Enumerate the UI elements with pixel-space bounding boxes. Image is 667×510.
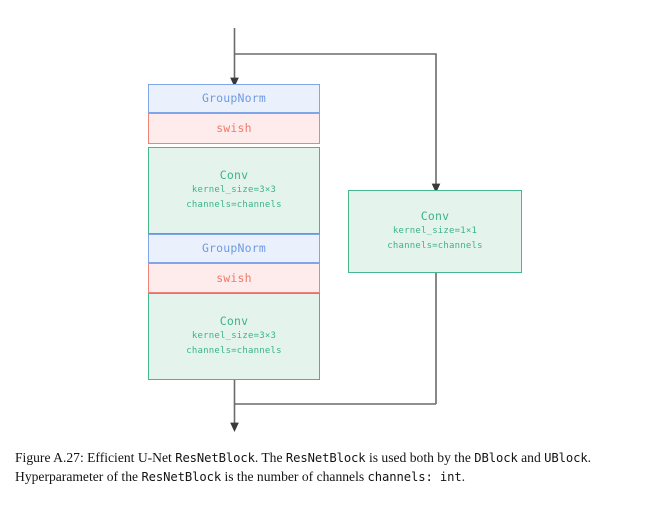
caption-code-resnetblock-1: ResNetBlock <box>175 451 255 465</box>
caption-mid-4: . Hyperparameter of the <box>15 450 592 484</box>
node-param-channels: channels=channels <box>186 346 282 356</box>
resnetblock-diagram: GroupNorm swish Conv kernel_size=3×3 cha… <box>148 28 522 432</box>
node-title: GroupNorm <box>201 241 267 255</box>
caption-code-dblock: DBlock <box>474 451 518 465</box>
node-groupnorm-1: GroupNorm <box>148 84 320 113</box>
node-param-kernel-size: kernel_size=3×3 <box>191 331 277 341</box>
caption-tail: . <box>461 468 466 484</box>
node-conv-2: Conv kernel_size=3×3 channels=channels <box>148 293 320 380</box>
node-param-channels: channels=channels <box>387 241 483 251</box>
node-swish-2: swish <box>148 263 320 293</box>
node-param-channels: channels=channels <box>186 200 282 210</box>
caption-mid-3: and <box>517 450 545 465</box>
caption-mid-2: is used both by the <box>365 450 475 465</box>
node-swish-1: swish <box>148 113 320 144</box>
figure-caption: Figure A.27: Efficient U-Net ResNetBlock… <box>15 449 653 486</box>
caption-code-resnetblock-2: ResNetBlock <box>285 451 366 465</box>
caption-mid-5: is the number of channels <box>221 468 368 484</box>
node-title: swish <box>216 121 252 135</box>
caption-code-resnetblock-3: ResNetBlock <box>141 469 222 484</box>
node-title: Conv <box>219 314 249 328</box>
node-param-kernel-size: kernel_size=1×1 <box>392 226 478 236</box>
node-title: Conv <box>420 209 450 223</box>
caption-mid-1: . The <box>254 450 286 465</box>
wire-skip-branch-in <box>234 53 441 193</box>
node-groupnorm-2: GroupNorm <box>148 234 320 263</box>
node-conv-skip: Conv kernel_size=1×1 channels=channels <box>348 190 522 273</box>
node-conv-1: Conv kernel_size=3×3 channels=channels <box>148 147 320 234</box>
caption-code-ublock: UBlock <box>544 451 588 465</box>
node-title: swish <box>216 270 252 285</box>
node-param-kernel-size: kernel_size=3×3 <box>191 185 277 195</box>
caption-lead: Figure A.27: Efficient U-Net <box>15 450 176 465</box>
caption-code-channels-int: channels: int <box>367 469 462 484</box>
node-title: GroupNorm <box>201 91 267 105</box>
connector-wires <box>230 28 441 432</box>
node-title: Conv <box>219 168 249 182</box>
